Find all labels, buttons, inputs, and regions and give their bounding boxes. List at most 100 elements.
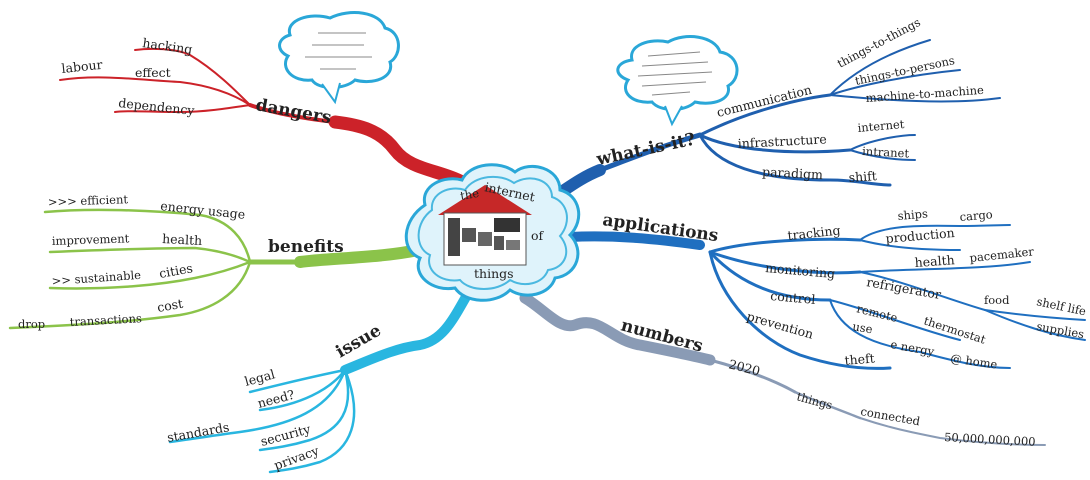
what-bubble-line (641, 81, 707, 87)
apps-sub-remote (829, 299, 961, 341)
numbers-year: 2020 (727, 356, 762, 378)
what-sub-intranet (849, 149, 916, 161)
benefits-label: benefits (268, 237, 344, 257)
numbers-connected: connected (859, 404, 921, 428)
apps-sub-prevention (708, 250, 892, 370)
benefits-energy-usage: energy usage (160, 198, 246, 222)
apps-thermostat: thermostat (922, 314, 988, 347)
numbers-things: things (795, 389, 834, 412)
dangers-sub-effect (59, 76, 251, 106)
apps-sub-control (708, 250, 832, 302)
issue-sub-standards (168, 368, 347, 444)
what-sub-things-to-persons (829, 69, 961, 96)
apps-sub-ships (859, 224, 1011, 241)
apps-shelf-life: shelf life (1035, 294, 1087, 318)
what-bubble-tail (664, 105, 683, 127)
dangers-callout-bubble (278, 11, 400, 105)
dangers-stem (248, 103, 337, 124)
branch-applications (565, 224, 1086, 370)
what-internet: internet (857, 117, 905, 135)
benefits-sub-cities (48, 260, 252, 290)
apps-refrigerator: refrigerator (865, 274, 942, 302)
what-shift: shift (848, 168, 877, 185)
what-sub-things-to-things (829, 39, 931, 96)
apps-at-home: @ home (950, 351, 999, 371)
house-roof-icon (438, 185, 532, 215)
what-sub-internet (849, 134, 916, 151)
what-stem (597, 132, 703, 173)
apps-sub-tracking (708, 237, 862, 254)
dangers-label: dangers (254, 95, 333, 128)
apps-cargo: cargo (959, 207, 993, 224)
numbers-sub-things (793, 390, 862, 420)
what-bubble-text-lines (637, 51, 713, 96)
issue-main-branch (340, 285, 475, 375)
what-sub-infrastructure (698, 133, 852, 154)
benefits-cost: cost (156, 296, 184, 315)
benefits-improvement: improvement (52, 231, 130, 248)
what-intranet: intranet (862, 144, 910, 160)
what-bubble-shape (616, 35, 739, 111)
apps-sub-use (829, 299, 1011, 369)
apps-pacemaker: pacemaker (969, 244, 1035, 265)
dangers-sub-dependency (114, 104, 251, 114)
benefits-main-branch (294, 244, 424, 268)
apps-supplies: supplies (1035, 319, 1085, 341)
numbers-count: 50,000,000,000 (944, 430, 1036, 449)
appliance-washer-icon (478, 232, 492, 246)
apps-theft: theft (844, 350, 875, 368)
branch-numbers (519, 292, 1046, 446)
numbers-main-branch (519, 292, 716, 366)
apps-sub-monitoring (708, 250, 862, 275)
what-is-it-label: what-is-it? (594, 129, 697, 170)
what-sub-machine (829, 94, 1001, 103)
benefits-transactions: transactions (69, 311, 142, 329)
center-title-of: of (531, 228, 545, 243)
dangers-bubble-tail (321, 82, 341, 105)
apps-energy: e nergy (889, 337, 935, 359)
what-bubble-line (641, 61, 709, 67)
appliance-fridge-icon (448, 218, 460, 256)
benefits-sub-energy (43, 208, 252, 264)
apps-tracking: tracking (787, 223, 841, 243)
apps-main-branch (565, 231, 705, 250)
branch-dangers (59, 47, 469, 189)
benefits-sustainable: >> sustainable (51, 268, 141, 288)
dangers-dependency: dependency (118, 95, 196, 118)
dangers-bubble-text-lines (305, 32, 372, 70)
issue-sub-security (258, 368, 350, 452)
what-paradigm: paradigm (762, 164, 824, 182)
what-bubble-line (651, 91, 691, 96)
issue-sub-privacy (268, 368, 356, 474)
benefits-efficient: >>> efficient (48, 192, 129, 209)
benefits-health: health (162, 231, 203, 248)
benefits-sub-cost (8, 260, 252, 330)
apps-control: control (770, 288, 816, 307)
apps-monitoring: monitoring (765, 260, 836, 281)
numbers-sub-2020 (708, 358, 797, 394)
apps-use: use (851, 319, 873, 336)
apps-sub-production (859, 239, 961, 251)
apps-sub-supplies (984, 309, 1086, 341)
branch-issue (168, 285, 475, 474)
benefits-drop: drop (18, 317, 45, 331)
what-bubble-line (647, 51, 701, 57)
appliance-speaker-icon (494, 236, 504, 250)
apps-sub-health (859, 261, 1031, 273)
cloud-mid (417, 175, 568, 290)
center-title-the: the (459, 186, 480, 203)
dangers-labour: labour (61, 57, 103, 76)
dangers-main-branch (328, 115, 469, 189)
what-sub-communication (698, 93, 832, 137)
numbers-sub-connected (859, 417, 1046, 446)
dangers-effect: effect (135, 65, 171, 80)
dangers-sub-hacking (134, 47, 251, 106)
branch-benefits (8, 208, 424, 330)
what-infrastructure: infrastructure (737, 131, 827, 151)
apps-prevention: prevention (745, 308, 815, 341)
apps-health: health (914, 252, 955, 270)
center-title-things: things (474, 266, 514, 281)
apps-ships: ships (897, 206, 928, 223)
issue-standards: standards (166, 419, 230, 445)
apps-production: production (885, 225, 955, 246)
